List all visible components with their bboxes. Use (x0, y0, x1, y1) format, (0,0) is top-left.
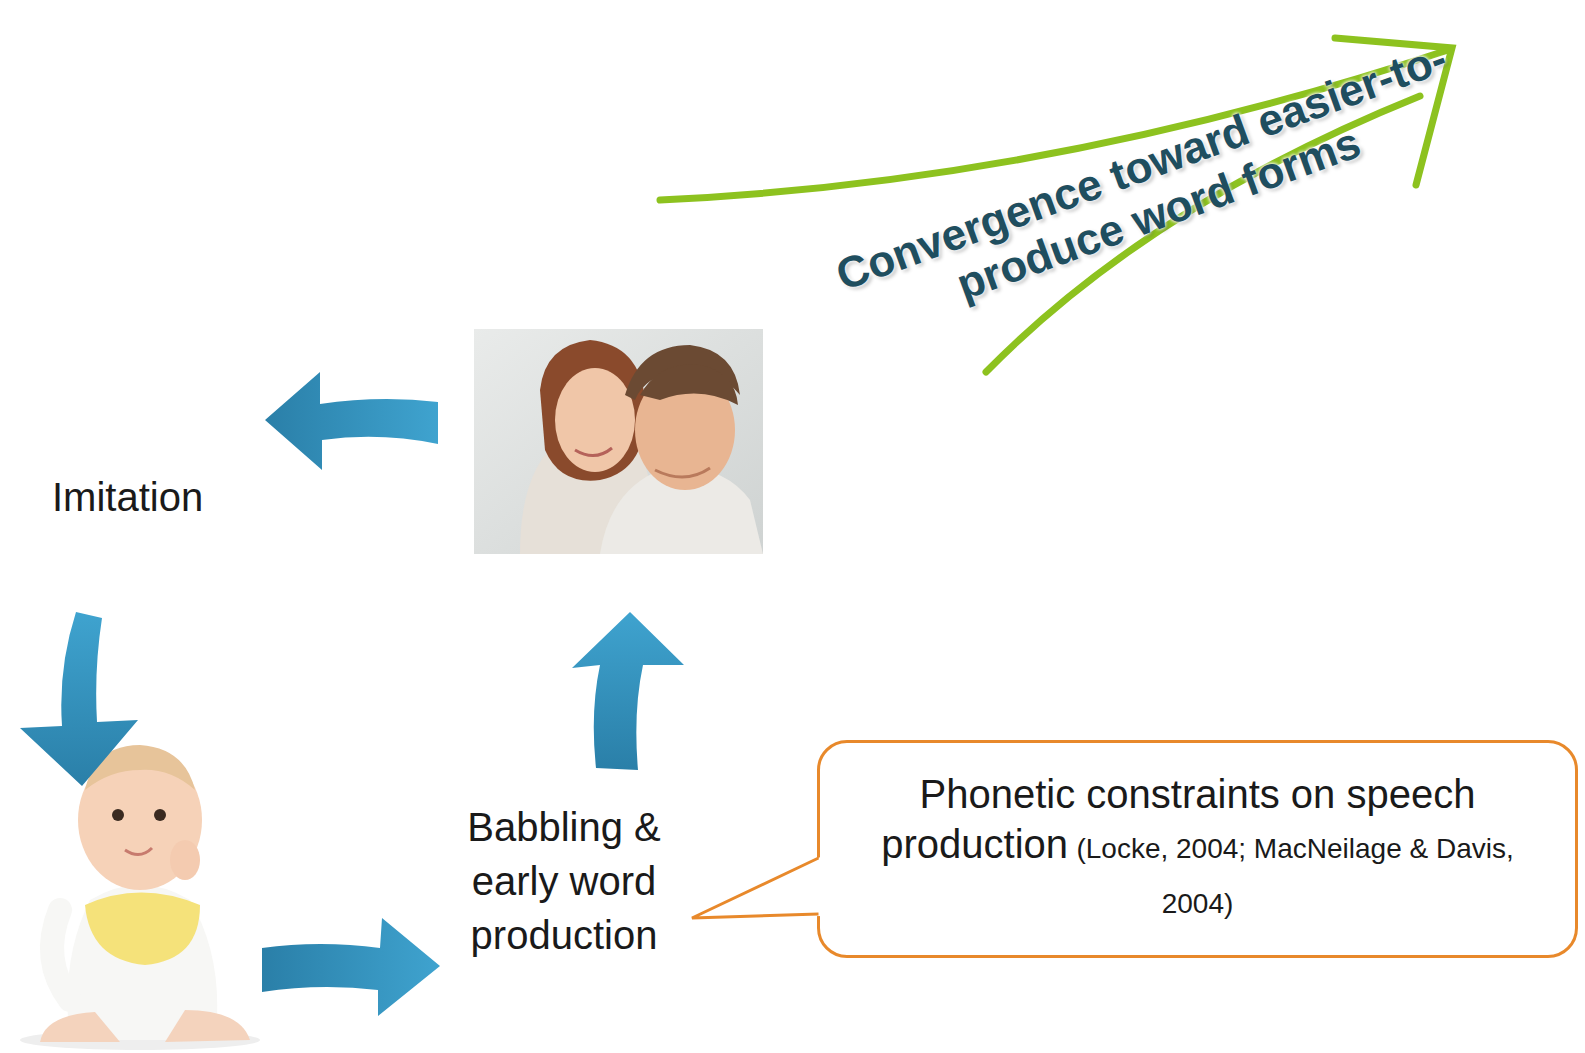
cycle-arrow (20, 612, 138, 786)
cycle-label: Babbling & early word production (434, 800, 694, 962)
callout-pointer-line (692, 858, 819, 918)
cycle-arrow (265, 372, 438, 470)
callout-text: Phonetic constraints on speech productio… (860, 769, 1535, 929)
callout-box: Phonetic constraints on speech productio… (817, 740, 1578, 958)
baby-photo (20, 745, 260, 1050)
callout-citation: (Locke, 2004; MacNeilage & Davis, 2004) (1076, 833, 1513, 919)
callout-pointer-fill (692, 856, 823, 918)
cycle-arrow (262, 918, 440, 1016)
cycle-label: Imitation (52, 470, 203, 524)
convergence-label: Convergence toward easier-to-produce wor… (776, 13, 1524, 367)
cycle-arrow (572, 612, 684, 770)
parents-photo (474, 329, 763, 554)
